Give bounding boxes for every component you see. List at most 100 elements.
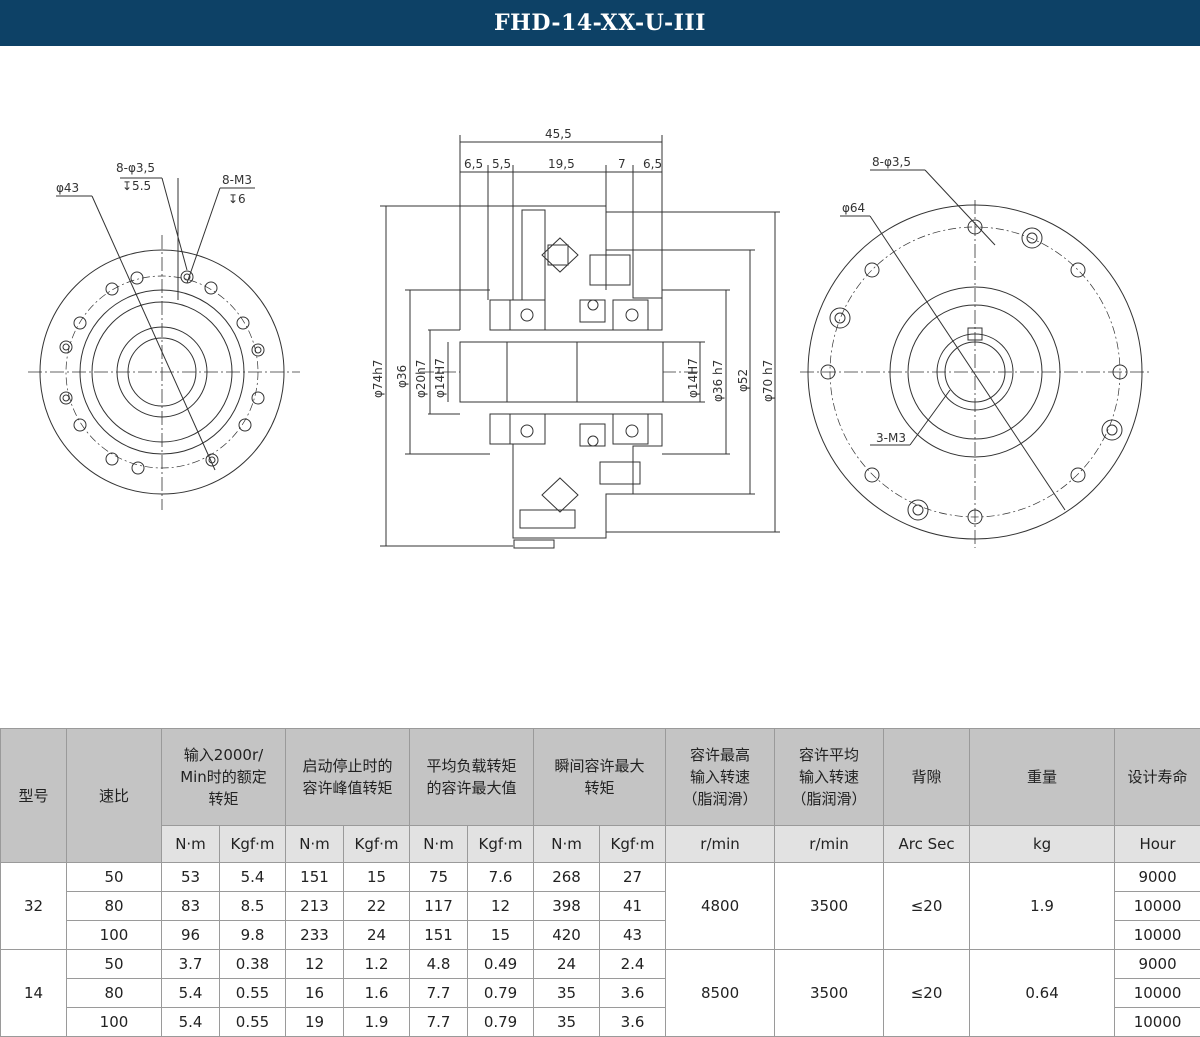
value-cell: 0.49 [467,949,535,979]
value-cell: 5.4 [219,862,286,892]
col-avg-load-torque: 平均负载转矩 的容许最大值 [409,728,535,826]
left-thread-label: 8-M3 [222,173,252,187]
avg-speed-cell: 3500 [774,949,885,1037]
left-front-view [28,177,300,510]
value-cell: 19 [285,1007,344,1037]
value-cell: 1.6 [342,978,411,1008]
dim-dia-14H7-right: φ14H7 [686,358,700,398]
value-cell: 398 [533,891,601,921]
table-row: 80 83 8.5 213 22 117 12 398 41 10000 [1,891,1200,921]
value-cell: 5.4 [161,978,220,1008]
left-thread-depth-label: ↧6 [228,192,246,206]
technical-drawing: φ43 8-φ3,5 ↧5.5 8-M3 ↧6 45,5 6,5 5,5 19,… [0,46,1200,728]
unit-cell: Kgf·m [467,825,535,863]
dim-19-5: 19,5 [548,157,575,171]
value-cell: 0.55 [219,1007,286,1037]
value-cell: 3.6 [599,978,667,1008]
value-cell: 0.79 [467,1007,535,1037]
unit-cell: Kgf·m [599,825,667,863]
value-cell: 5.4 [161,1007,220,1037]
value-cell: 22 [342,891,411,921]
dim-dia-36-left: φ36 [395,365,409,388]
life-cell: 10000 [1114,978,1200,1008]
life-cell: 9000 [1114,862,1200,892]
value-cell: 1.9 [342,1007,411,1037]
backlash-cell: ≤20 [883,949,971,1037]
col-avg-input-speed: 容许平均 输入转速 （脂润滑） [774,728,885,826]
value-cell: 96 [161,920,220,950]
weight-cell: 1.9 [969,862,1116,950]
ratio-cell: 50 [66,862,162,892]
table-row: 14 50 3.7 0.38 12 1.2 4.8 0.49 24 2.4 85… [0,949,1200,1037]
value-cell: 3.6 [599,1007,667,1037]
col-weight: 重量 [969,728,1116,826]
value-cell: 27 [599,862,667,892]
dim-6-5-right: 6,5 [643,157,662,171]
dim-dia-36h7: φ36 h7 [711,360,725,402]
value-cell: 9.8 [219,920,286,950]
life-cell: 10000 [1114,891,1200,921]
model-cell: 32 [0,862,67,950]
section-view [380,135,780,549]
value-cell: 1.2 [342,949,411,979]
value-cell: 0.55 [219,978,286,1008]
table-row: 32 50 53 5.4 151 15 75 7.6 268 27 4800 3… [0,862,1200,950]
unit-cell: r/min [665,825,776,863]
max-speed-cell: 4800 [665,862,776,950]
dim-dia-14H7-left: φ14H7 [433,358,447,398]
value-cell: 213 [285,891,344,921]
life-cell: 10000 [1114,1007,1200,1037]
value-cell: 43 [599,920,667,950]
value-cell: 75 [409,862,469,892]
value-cell: 117 [409,891,469,921]
col-rated-torque: 输入2000r/ Min时的额定 转矩 [161,728,286,826]
model-cell: 14 [0,949,67,1037]
col-momentary-torque: 瞬间容许最大 转矩 [533,728,667,826]
dim-dia-74h7: φ74h7 [371,360,385,398]
right-holes-label: 8-φ3,5 [872,155,911,169]
unit-cell: r/min [774,825,885,863]
life-cell: 9000 [1114,949,1200,979]
table-row: 80 5.4 0.55 16 1.6 7.7 0.79 35 3.6 10000 [1,978,1200,1008]
ratio-cell: 50 [66,949,162,979]
right-thread-label: 3-M3 [876,431,906,445]
left-dia-43-label: φ43 [56,181,79,195]
ratio-cell: 100 [66,1007,162,1037]
value-cell: 3.7 [161,949,220,979]
dim-5-5: 5,5 [492,157,511,171]
left-holes-label: 8-φ3,5 [116,161,155,175]
ratio-cell: 80 [66,978,162,1008]
col-max-input-speed: 容许最高 输入转速 （脂润滑） [665,728,776,826]
value-cell: 24 [533,949,601,979]
value-cell: 7.6 [467,862,535,892]
dim-dia-20h7: φ20h7 [414,360,428,398]
unit-cell: Kgf·m [342,825,411,863]
unit-cell: N·m [285,825,344,863]
right-dia-64-label: φ64 [842,201,865,215]
unit-cell: Kgf·m [219,825,286,863]
table-row: 100 96 9.8 233 24 151 15 420 43 10000 [1,920,1200,950]
value-cell: 268 [533,862,601,892]
max-speed-cell: 8500 [665,949,776,1037]
page-title: FHD-14-XX-U-III [0,0,1200,46]
weight-cell: 0.64 [969,949,1116,1037]
left-hole-depth-label: ↧5.5 [122,179,151,193]
value-cell: 41 [599,891,667,921]
value-cell: 12 [285,949,344,979]
unit-cell: N·m [161,825,220,863]
unit-cell: N·m [533,825,601,863]
value-cell: 151 [409,920,469,950]
right-front-view [800,169,1150,548]
ratio-cell: 80 [66,891,162,921]
value-cell: 24 [342,920,411,950]
dim-overall-length: 45,5 [545,127,572,141]
value-cell: 233 [285,920,344,950]
value-cell: 15 [467,920,535,950]
drawing-canvas: φ43 8-φ3,5 ↧5.5 8-M3 ↧6 45,5 6,5 5,5 19,… [28,127,1150,549]
value-cell: 0.38 [219,949,286,979]
col-peak-torque: 启动停止时的 容许峰值转矩 [284,728,411,826]
value-cell: 0.79 [467,978,535,1008]
value-cell: 83 [161,891,220,921]
unit-cell: Arc Sec [883,825,971,863]
dim-7: 7 [618,157,626,171]
